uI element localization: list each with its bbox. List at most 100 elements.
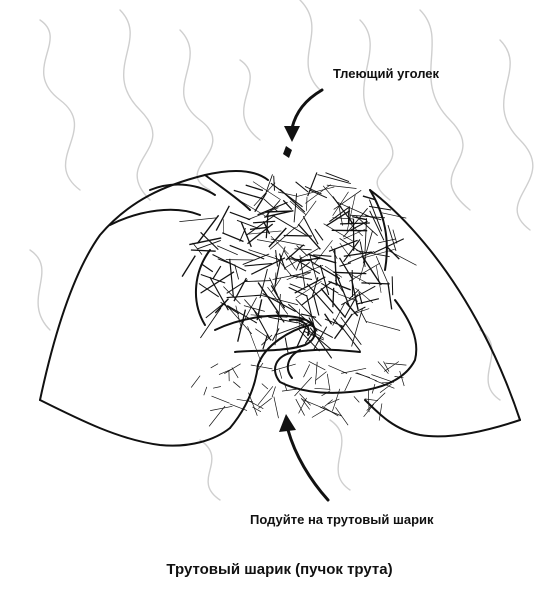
tinder-fiber <box>289 287 307 296</box>
tinder-fiber <box>354 396 359 402</box>
tinder-fiber <box>248 208 279 220</box>
tinder-fiber <box>213 387 221 389</box>
tinder-fiber <box>304 364 310 377</box>
tinder-fiber <box>312 410 325 418</box>
tinder-fiber <box>307 197 308 211</box>
tinder-fiber <box>211 364 218 368</box>
tinder-fiber <box>345 377 352 391</box>
tinder-fiber <box>253 309 270 341</box>
tinder-fiber <box>294 193 297 222</box>
tinder-fiber <box>213 255 247 272</box>
tinder-fiber <box>224 364 240 374</box>
tinder-fiber <box>255 329 271 340</box>
tinder-fiber <box>356 299 379 305</box>
tinder-fiber <box>328 365 347 373</box>
tinder-fiber <box>371 375 394 383</box>
tinder-fiber <box>379 404 382 421</box>
tinder-fiber <box>388 225 396 251</box>
tinder-fiber <box>272 387 276 398</box>
tinder-fiber <box>315 229 323 240</box>
tinder-fiber <box>341 317 362 345</box>
tinder-fiber <box>254 183 275 206</box>
tinder-fiber <box>271 239 305 246</box>
tinder-fiber <box>355 373 370 378</box>
tinder-fiber <box>279 370 282 379</box>
tinder-fiber <box>179 218 216 222</box>
tinder-fiber <box>245 264 272 266</box>
tinder-fiber <box>341 368 366 373</box>
tinder-fiber <box>315 388 330 389</box>
tinder-fiber <box>258 386 273 405</box>
tinder-fiber <box>262 384 268 389</box>
tinder-fiber <box>251 365 273 369</box>
figure-caption: Трутовый шарик (пучок трута) <box>0 561 559 578</box>
tinder-fiber <box>230 245 265 259</box>
tinder-fiber <box>327 374 330 391</box>
tinder-fiber <box>327 399 339 404</box>
tinder-fiber <box>230 212 250 220</box>
tinder-fiber <box>339 263 351 266</box>
tinder-fiber <box>193 243 202 255</box>
tinder-fiber <box>361 283 389 284</box>
tinder-fiber <box>191 250 216 251</box>
tinder-fiber <box>182 256 195 277</box>
tinder-fiber <box>255 193 266 212</box>
tinder-fiber <box>297 246 308 257</box>
tinder-fiber <box>265 174 272 194</box>
tinder-fiber <box>295 249 312 250</box>
tinder-fiber <box>369 200 381 232</box>
tinder-fiber <box>191 376 200 388</box>
tinder-fiber <box>382 213 406 218</box>
tinder-fiber <box>239 297 256 329</box>
tinder-fiber <box>361 312 367 323</box>
tinder-fiber <box>367 393 386 411</box>
tinder-fiber <box>341 286 375 305</box>
tinder-fiber <box>310 253 317 279</box>
tinder-fiber <box>386 246 399 259</box>
tinder-fiber <box>282 389 299 391</box>
tinder-fiber <box>234 190 262 198</box>
tinder-fiber <box>336 407 349 425</box>
tinder-fiber <box>233 382 240 388</box>
tinder-fiber <box>297 187 335 197</box>
tinder-fiber <box>216 206 229 231</box>
tinder-fiber <box>245 281 271 282</box>
tinder-fiber <box>246 185 263 190</box>
tinder-fiber <box>388 282 392 309</box>
tinder-fiber <box>333 302 346 325</box>
ember-icon <box>283 146 292 158</box>
tinder-fiber <box>201 264 213 272</box>
tinder-fiber <box>302 399 325 408</box>
tinder-fiber <box>232 368 238 378</box>
tinder-fiber <box>332 218 354 219</box>
tinder-fiber <box>210 406 232 410</box>
tinder-fiber <box>302 282 332 306</box>
tinder-fiber <box>189 238 221 245</box>
tinder-fiber <box>199 284 219 297</box>
tinder-fiber <box>257 240 274 243</box>
tinder-fiber <box>341 326 360 351</box>
tinder-fiber <box>295 377 312 396</box>
tinder-fiber <box>234 278 246 301</box>
tinder-fiber <box>213 266 221 279</box>
tinder-fiber <box>249 393 258 416</box>
tinder-fiber <box>333 319 343 330</box>
tinder-fiber <box>392 276 393 295</box>
right-hand <box>275 190 520 436</box>
ember-arrow <box>284 90 322 142</box>
tinder-fiber <box>296 399 305 416</box>
tinder-fiber <box>240 228 246 241</box>
tinder-fiber <box>363 231 372 263</box>
tinder-fiber <box>251 258 285 275</box>
tinder-fiber <box>212 396 230 403</box>
blow-label: Подуйте на трутовый шарик <box>250 512 434 527</box>
tinder-fiber <box>270 227 296 249</box>
tinder-fiber <box>285 338 288 355</box>
tinder-fiber <box>237 220 260 229</box>
ember-label: Тлеющий уголек <box>333 66 439 81</box>
tinder-fiber <box>274 397 279 419</box>
tinder-fiber <box>204 387 207 395</box>
tinder-fiber <box>258 398 271 408</box>
